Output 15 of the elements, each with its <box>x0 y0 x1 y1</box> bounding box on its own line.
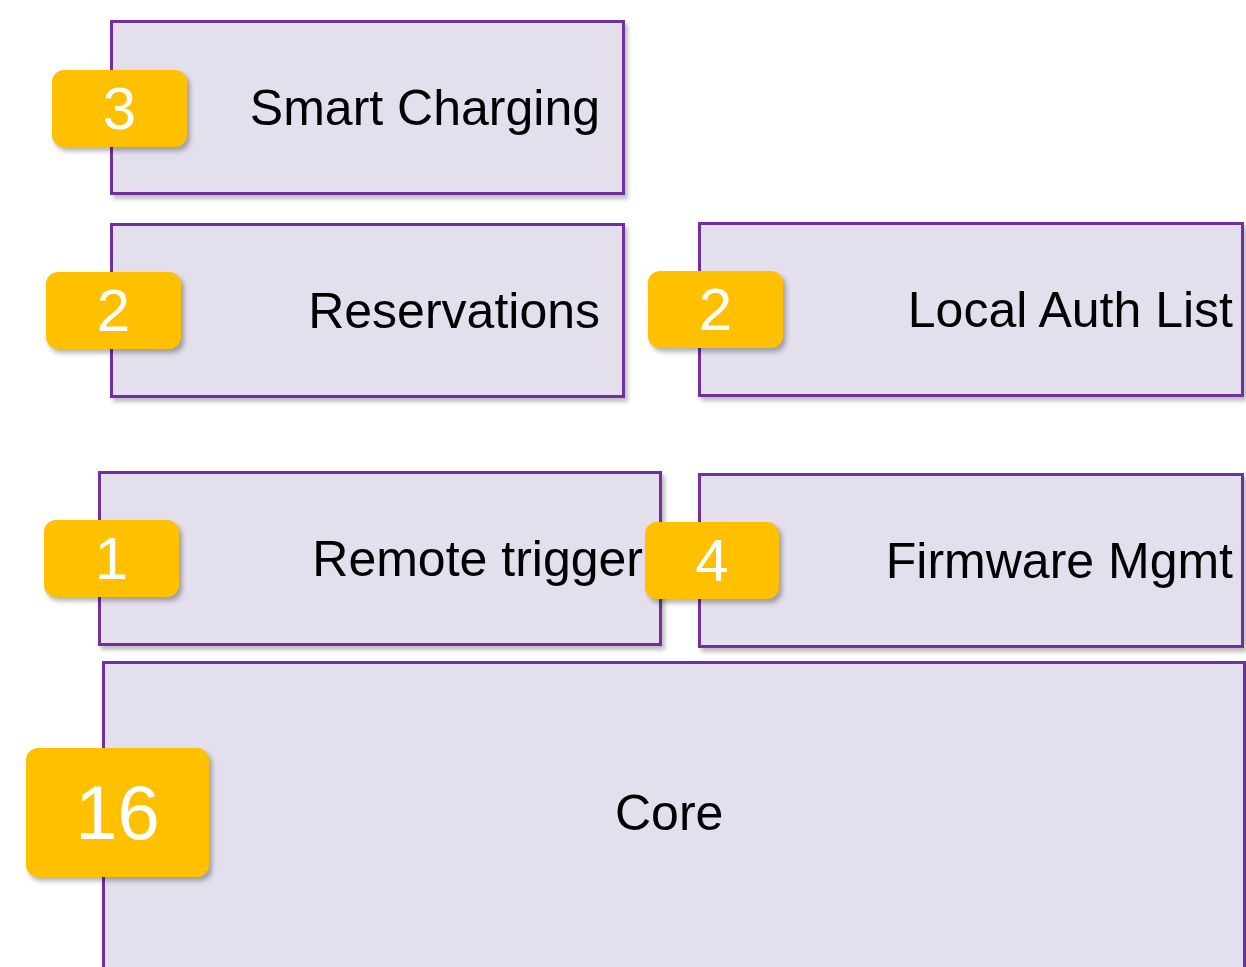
count-badge: 16 <box>26 748 209 877</box>
module-name: Local Auth List <box>907 280 1233 339</box>
count-badge: 4 <box>645 522 779 599</box>
count-badge: 1 <box>44 520 179 597</box>
module-box <box>98 471 662 646</box>
count-badge: 2 <box>46 272 181 349</box>
module-box <box>698 222 1244 397</box>
module-name: Smart Charging <box>249 78 600 137</box>
module-name: Firmware Mgmt <box>885 531 1233 590</box>
count-badge: 2 <box>648 271 783 348</box>
module-box <box>698 473 1244 648</box>
count-badge: 3 <box>52 70 187 147</box>
module-name: Remote trigger <box>312 529 643 588</box>
module-name: Reservations <box>308 281 600 340</box>
module-name: Core <box>615 784 724 842</box>
